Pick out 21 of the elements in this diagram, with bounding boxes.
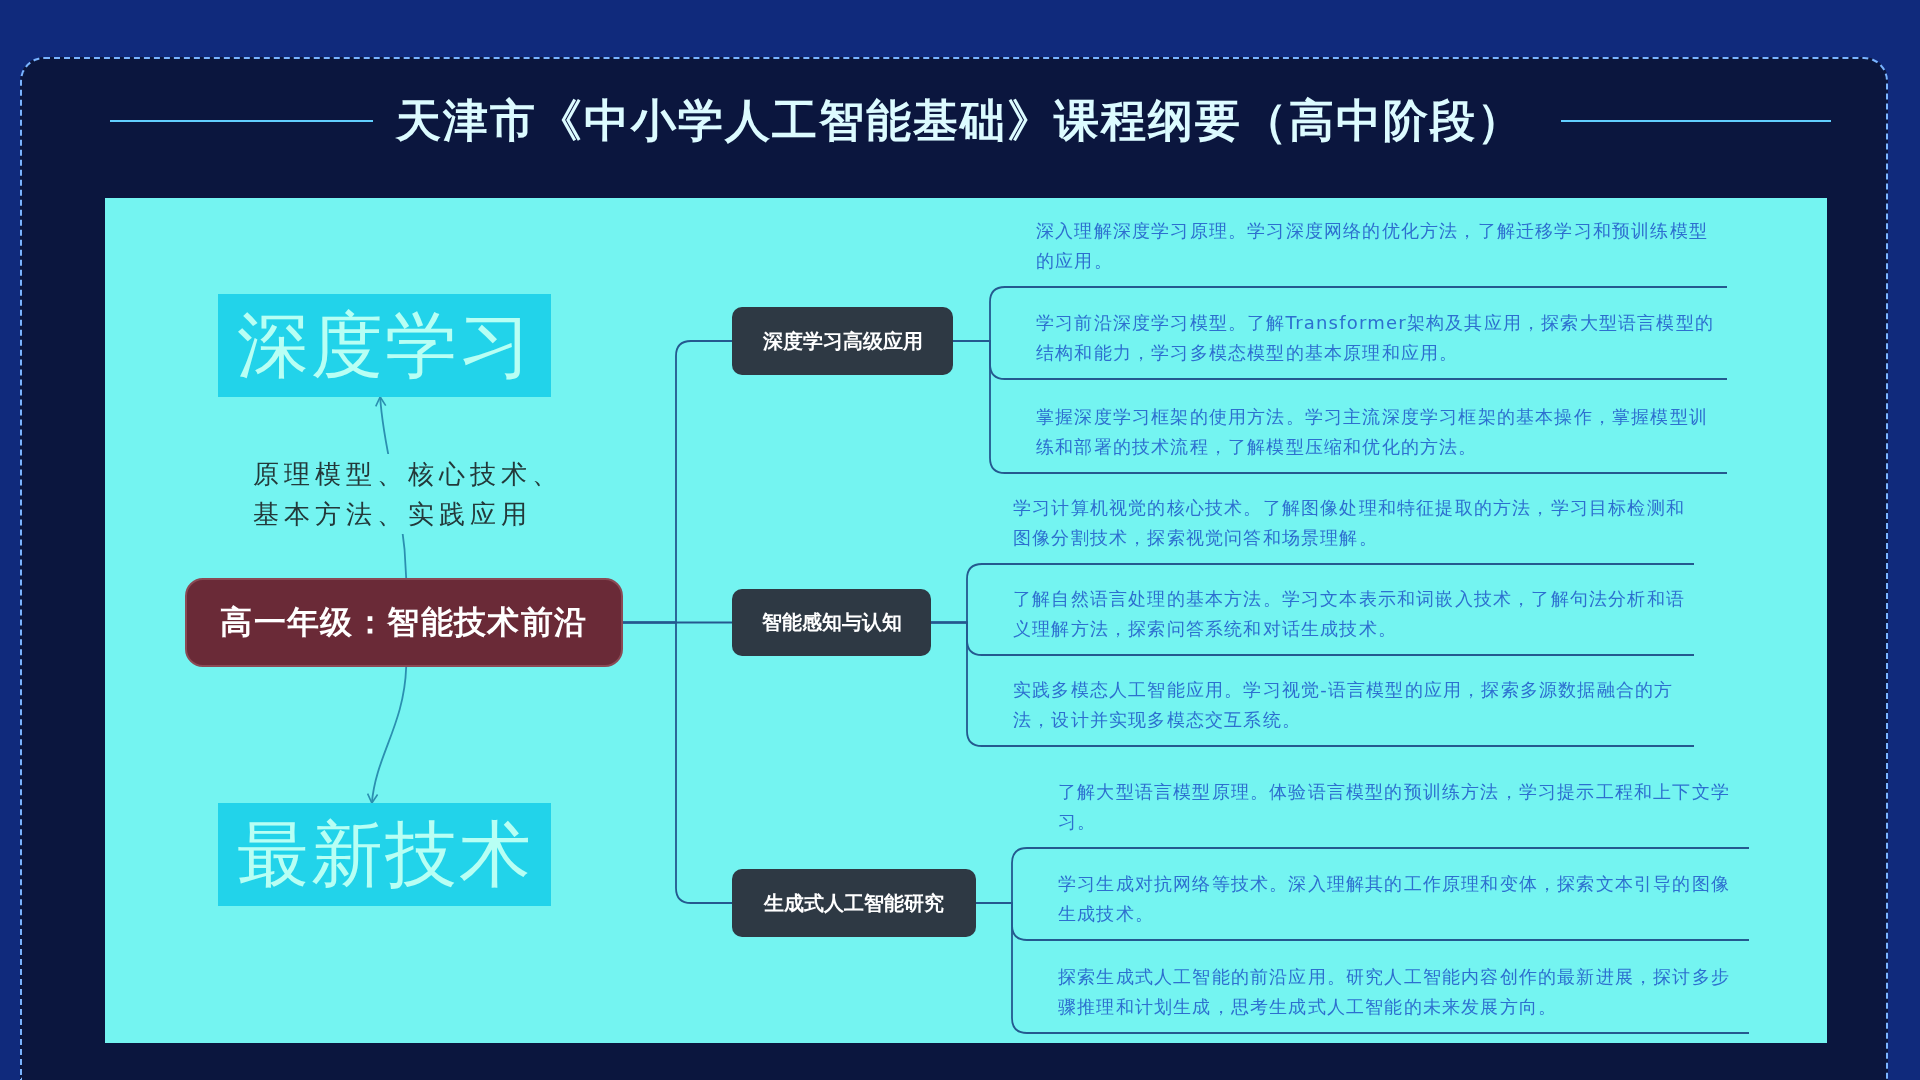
connector-line [930, 621, 983, 747]
underlined-description: 了解自然语言处理的基本方法。学习文本表示和词嵌入技术，了解句法分析和语义理解方法，探索问答系统和对话生成技术。 [982, 580, 1694, 656]
arrow [367, 666, 408, 804]
branch-topic-box: 智能感知与认知 [732, 589, 931, 656]
branch-topic-box: 深度学习高级应用 [732, 307, 953, 375]
underlined-description: 实践多模态人工智能应用。学习视觉-语言模型的应用，探索多源数据融合的方法，设计并实现多模态交互系统。 [982, 671, 1694, 747]
underlined-description: 了解大型语言模型原理。体验语言模型的预训练方法，学习提示工程和上下文学习。 [1027, 773, 1749, 849]
underlined-description: 学习生成对抗网络等技术。深入理解其的工作原理和变体，探索文本引导的图像生成技术。 [1027, 865, 1749, 941]
connector-line [975, 902, 1028, 1034]
connector-line [622, 621, 733, 904]
title: 天津市《中小学人工智能基础》课程纲要（高中阶段） [396, 93, 1524, 149]
connector-line [952, 340, 1006, 474]
underlined-description: 探索生成式人工智能的前沿应用。研究人工智能内容创作的最新进展，探讨多步骤推理和计划生成，思考生成式人工智能的未来发展方向。 [1027, 958, 1749, 1034]
branch-topic-box: 生成式人工智能研究 [732, 869, 976, 937]
underlined-description: 深入理解深度学习原理。学习深度网络的优化方法，了解迁移学习和预训练模型的应用。 [1005, 212, 1727, 288]
keyword-box: 最新技术 [218, 803, 551, 906]
underlined-description: 掌握深度学习框架的使用方法。学习主流深度学习框架的基本操作，掌握模型训练和部署的技术流程，了解模型压缩和优化的方法。 [1005, 398, 1727, 474]
keyword-box: 深度学习 [218, 294, 551, 397]
underlined-description: 学习前沿深度学习模型。了解Transformer架构及其应用，探索大型语言模型的结构和能力，学习多模态模型的基本原理和应用。 [1005, 304, 1727, 380]
central-topic-box: 高一年级：智能技术前沿 [185, 578, 623, 667]
underlined-description: 学习计算机视觉的核心技术。了解图像处理和特征提取的方法，学习目标检测和图像分割技术，探索视觉问答和场景理解。 [982, 489, 1694, 565]
